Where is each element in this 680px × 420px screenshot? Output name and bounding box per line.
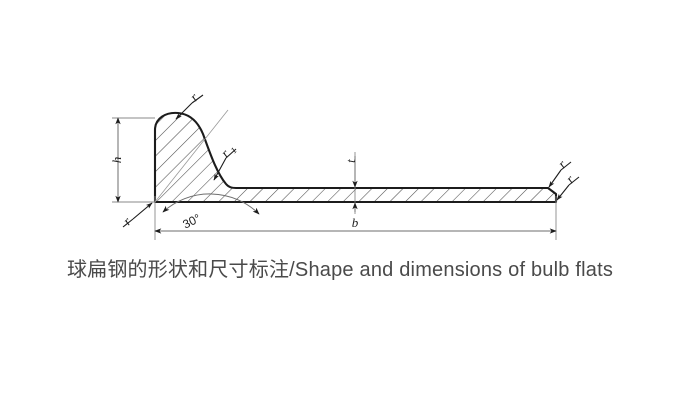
leader-shelf-r-toe-upper: [560, 161, 572, 171]
dimension-label-t: t: [343, 159, 358, 163]
radius-subscript-r1-bulb-root: 1: [228, 145, 238, 155]
radius-label-r-toe-upper: r: [555, 156, 570, 170]
section-outline-stroke: [153, 111, 558, 204]
angle-construction-line: [154, 109, 229, 203]
dimension-h: h: [109, 117, 124, 203]
leader-line-r1-bulb-root: [213, 157, 227, 181]
section-body: [153, 111, 558, 204]
radius-label-r-toe-lower: r: [563, 171, 578, 185]
radius-label-r-web-root: r: [120, 213, 135, 227]
figure-caption: 球扁钢的形状和尺寸标注/Shape and dimensions of bulb…: [66, 259, 614, 281]
dimension-label-b: b: [352, 215, 359, 230]
leader-line-r-web-root: [132, 202, 153, 220]
leader-r-toe-upper: r: [548, 156, 572, 188]
leader-shelf-r-web-root: [122, 218, 134, 228]
leader-r-toe-lower: r: [556, 171, 580, 201]
leader-shelf-r1-bulb-root: [225, 148, 237, 159]
angle-arc-30: [162, 193, 260, 215]
leader-shelf-r-toe-lower: [568, 176, 580, 186]
dimension-label-h: h: [109, 157, 124, 164]
leader-shelf-r-bulb-top: [191, 94, 204, 104]
leader-r-web-root: r: [120, 202, 153, 228]
angle-label-30: 30°: [180, 211, 203, 232]
leader-line-r-toe-upper: [548, 169, 562, 188]
radius-label-r-bulb-top: r: [187, 89, 202, 103]
dimension-t: t: [343, 156, 358, 212]
leader-line-r-bulb-top: [175, 102, 193, 120]
leader-r-bulb-top: r: [175, 89, 204, 120]
dimension-b: b: [154, 215, 557, 234]
leader-line-r-toe-lower: [556, 184, 570, 201]
leader-r1-bulb-root: r 1: [213, 145, 239, 181]
